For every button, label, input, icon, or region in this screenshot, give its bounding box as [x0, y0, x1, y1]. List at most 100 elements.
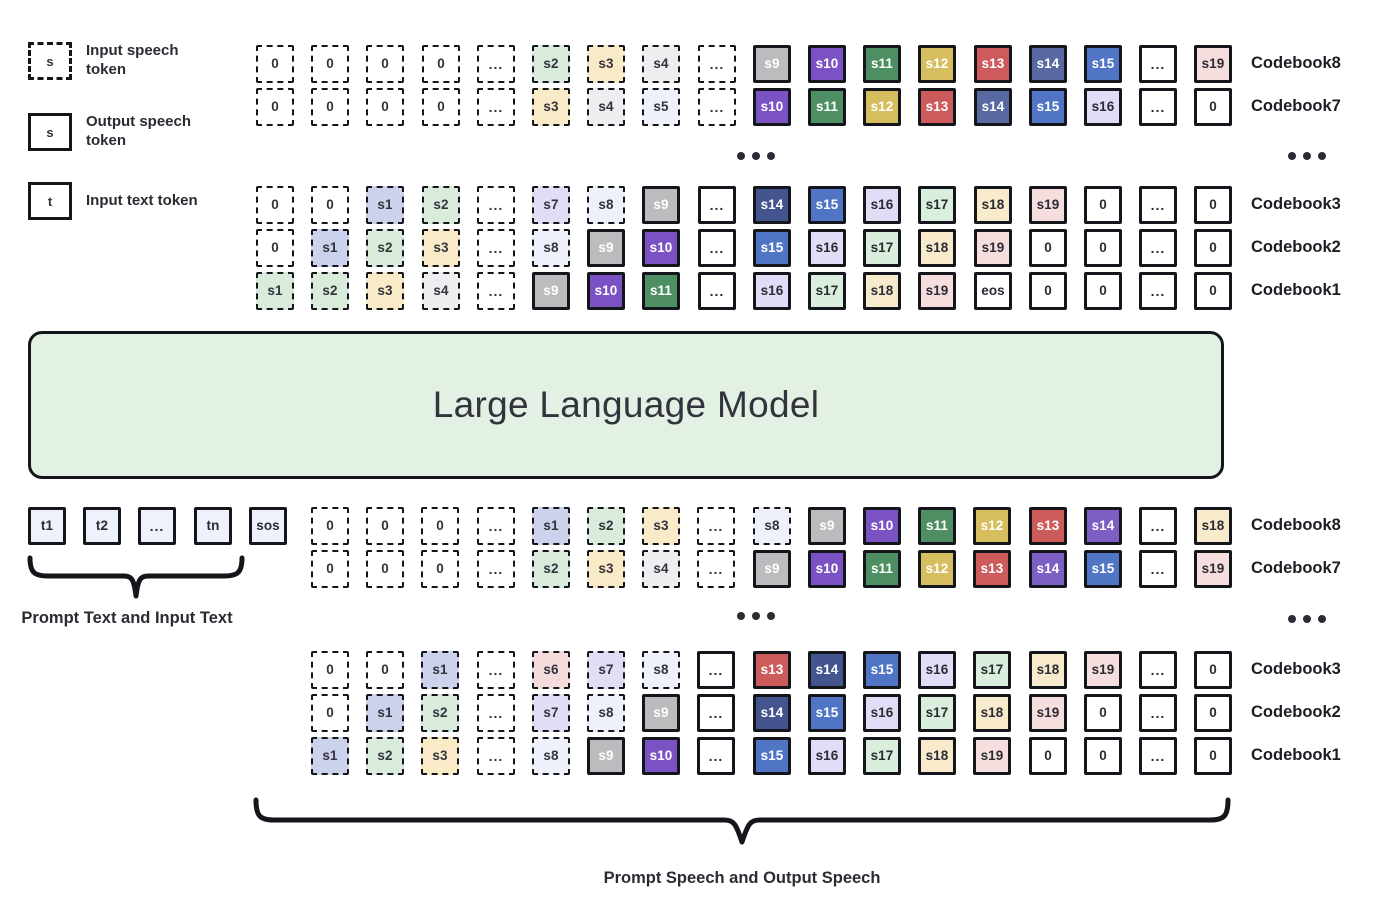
token-cell-codebook1-5: s9: [532, 272, 570, 310]
vertical-ellipsis-icon-bottom-labels: [1288, 615, 1326, 623]
token-cell-codebook3-14: s19: [1029, 186, 1067, 224]
token-cell-codebook3-15: 0: [1084, 186, 1122, 224]
text-token-0: t1: [28, 507, 66, 545]
token-cell-codebook8-9: s9: [753, 45, 791, 83]
legend-item-2: t Input text token: [28, 182, 216, 220]
codebook-label-codebook3: Codebook3: [1251, 195, 1341, 213]
token-cell-codebook8-4: ...: [477, 45, 515, 83]
token-cell-codebook7-3: ...: [477, 550, 515, 588]
prompt-speech-caption: Prompt Speech and Output Speech: [603, 869, 881, 887]
vertical-ellipsis-icon-labels: [1288, 152, 1326, 160]
codebook-label-codebook2: Codebook2: [1251, 703, 1341, 721]
token-cell-codebook1-4: ...: [477, 272, 515, 310]
token-cell-codebook2-15: ...: [1139, 694, 1177, 732]
token-cell-codebook3-9: s14: [753, 186, 791, 224]
token-cell-codebook1-17: 0: [1194, 272, 1232, 310]
large-language-model-box: Large Language Model: [28, 331, 1224, 479]
vertical-ellipsis-icon-bottom: [737, 612, 775, 620]
token-cell-codebook7-6: s4: [642, 550, 680, 588]
token-cell-codebook3-5: s7: [532, 186, 570, 224]
token-cell-codebook7-6: s4: [587, 88, 625, 126]
codebook-label-codebook8: Codebook8: [1251, 54, 1341, 72]
token-cell-codebook8-10: s10: [863, 507, 901, 545]
token-cell-codebook3-2: s1: [421, 651, 459, 689]
token-cell-codebook1-7: ...: [697, 737, 735, 775]
token-cell-codebook7-12: s13: [918, 88, 956, 126]
token-cell-codebook7-2: 0: [421, 550, 459, 588]
token-cell-codebook8-6: s3: [587, 45, 625, 83]
text-token-3: tn: [194, 507, 232, 545]
token-cell-codebook8-0: 0: [256, 45, 294, 83]
token-cell-codebook1-15: 0: [1084, 272, 1122, 310]
token-cell-codebook3-15: ...: [1139, 651, 1177, 689]
token-cell-codebook8-14: s14: [1029, 45, 1067, 83]
token-cell-codebook1-11: s18: [863, 272, 901, 310]
token-cell-codebook3-8: ...: [698, 186, 736, 224]
token-cell-codebook8-13: s13: [1029, 507, 1067, 545]
token-cell-codebook1-8: ...: [698, 272, 736, 310]
token-cell-codebook3-1: 0: [311, 186, 349, 224]
legend-label-2: Input text token: [86, 191, 198, 209]
token-cell-codebook8-3: 0: [422, 45, 460, 83]
token-cell-codebook3-17: 0: [1194, 186, 1232, 224]
token-cell-codebook8-7: s4: [642, 45, 680, 83]
token-cell-codebook1-16: 0: [1194, 737, 1232, 775]
token-cell-codebook2-13: s19: [974, 229, 1012, 267]
token-cell-codebook2-14: 0: [1029, 229, 1067, 267]
token-cell-codebook3-10: s15: [808, 186, 846, 224]
token-cell-codebook1-1: s2: [311, 272, 349, 310]
token-cell-codebook3-3: s2: [422, 186, 460, 224]
prompt-text-brace-icon: [27, 555, 245, 599]
token-cell-codebook7-7: ...: [697, 550, 735, 588]
vertical-ellipsis-icon: [737, 152, 775, 160]
token-cell-codebook8-16: ...: [1139, 45, 1177, 83]
token-cell-codebook2-15: 0: [1084, 229, 1122, 267]
token-cell-codebook2-12: s18: [918, 229, 956, 267]
codebook-label-codebook1: Codebook1: [1251, 746, 1341, 764]
token-cell-codebook7-2: 0: [366, 88, 404, 126]
token-cell-codebook3-3: ...: [477, 651, 515, 689]
token-cell-codebook7-0: 0: [311, 550, 349, 588]
legend-swatch-solid: t: [28, 182, 72, 220]
token-cell-codebook2-16: 0: [1194, 694, 1232, 732]
token-cell-codebook1-6: s10: [642, 737, 680, 775]
token-cell-codebook1-2: s3: [366, 272, 404, 310]
codebook-label-codebook2: Codebook2: [1251, 238, 1341, 256]
token-cell-codebook1-7: s11: [642, 272, 680, 310]
token-cell-codebook3-13: s18: [974, 186, 1012, 224]
token-cell-codebook2-5: s8: [532, 229, 570, 267]
token-cell-codebook1-12: s19: [973, 737, 1011, 775]
token-cell-codebook8-12: s12: [973, 507, 1011, 545]
token-cell-codebook3-11: s16: [863, 186, 901, 224]
token-cell-codebook7-9: s10: [808, 550, 846, 588]
legend-swatch-solid: s: [28, 113, 72, 151]
token-cell-codebook8-11: s11: [918, 507, 956, 545]
prompt-text-caption: Prompt Text and Input Text: [21, 609, 233, 627]
token-cell-codebook7-10: s11: [808, 88, 846, 126]
token-cell-codebook1-11: s18: [918, 737, 956, 775]
token-cell-codebook8-8: ...: [698, 45, 736, 83]
token-cell-codebook8-5: s2: [532, 45, 570, 83]
legend-label-1: Output speech token: [86, 113, 192, 149]
token-cell-codebook3-14: s19: [1084, 651, 1122, 689]
token-cell-codebook3-9: s14: [808, 651, 846, 689]
token-cell-codebook7-16: ...: [1139, 88, 1177, 126]
prompt-speech-brace-icon: [253, 797, 1231, 845]
token-cell-codebook7-8: ...: [698, 88, 736, 126]
token-cell-codebook3-0: 0: [311, 651, 349, 689]
token-cell-codebook3-10: s15: [863, 651, 901, 689]
token-cell-codebook8-16: s18: [1194, 507, 1232, 545]
token-cell-codebook8-11: s11: [863, 45, 901, 83]
token-cell-codebook7-0: 0: [256, 88, 294, 126]
token-cell-codebook8-6: s3: [642, 507, 680, 545]
token-cell-codebook7-1: 0: [311, 88, 349, 126]
token-cell-codebook1-2: s3: [421, 737, 459, 775]
token-cell-codebook1-14: 0: [1029, 272, 1067, 310]
token-cell-codebook2-6: s9: [587, 229, 625, 267]
token-cell-codebook3-12: s17: [918, 186, 956, 224]
token-cell-codebook8-7: ...: [697, 507, 735, 545]
token-cell-codebook8-0: 0: [311, 507, 349, 545]
token-cell-codebook2-14: 0: [1084, 694, 1122, 732]
token-cell-codebook7-15: ...: [1139, 550, 1177, 588]
